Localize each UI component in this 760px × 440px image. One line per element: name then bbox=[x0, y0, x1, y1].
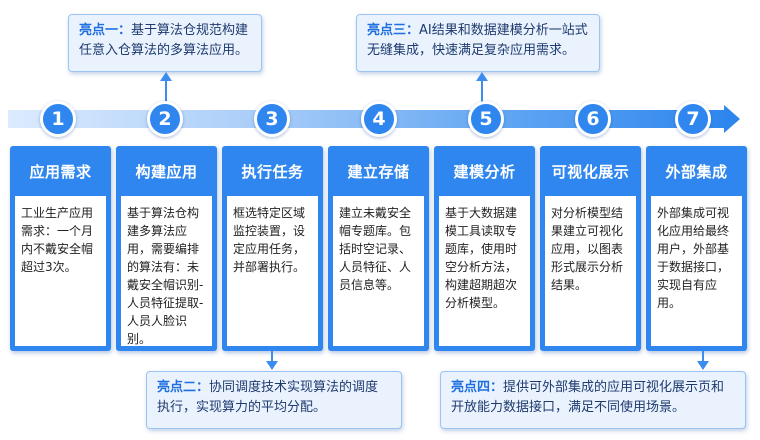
highlight-3-connector bbox=[481, 80, 483, 102]
step-5-title: 建模分析 bbox=[453, 162, 516, 181]
step-7-number: 7 bbox=[675, 101, 711, 137]
highlight-2-label: 亮点二： bbox=[157, 380, 210, 395]
step-5-card: 建模分析 基于大数据建模工具读取专题库，使用时空分析方法，构建超期超次分析模型。 bbox=[434, 146, 535, 351]
step-3-body: 框选特定区域监控装置，设定应用任务，并部署执行。 bbox=[227, 196, 318, 346]
highlight-3-arrow-icon bbox=[476, 72, 488, 81]
step-6-body: 对分析模型结果建立可视化应用，以图表形式展示分析结果。 bbox=[545, 196, 636, 346]
highlight-4-connector bbox=[702, 351, 704, 363]
step-1-body: 工业生产应用需求：一个月内不戴安全帽超过3次。 bbox=[15, 196, 106, 346]
step-4-body: 建立未戴安全帽专题库。包括时空记录、人员特征、人员信息等。 bbox=[333, 196, 424, 346]
step-7-title: 外部集成 bbox=[665, 162, 728, 181]
step-1-card: 应用需求 工业生产应用需求：一个月内不戴安全帽超过3次。 bbox=[10, 146, 111, 351]
highlight-2-connector bbox=[271, 351, 273, 363]
highlight-1-connector bbox=[165, 80, 167, 102]
timeline-arrow-icon bbox=[724, 105, 740, 133]
highlight-3-label: 亮点三： bbox=[367, 23, 420, 38]
highlight-4-arrow-icon bbox=[697, 361, 709, 370]
highlight-1-label: 亮点一： bbox=[79, 23, 132, 38]
step-2-card: 构建应用 基于算法仓构建多算法应用，需要编排的算法有：未戴安全帽识别-人员特征提… bbox=[116, 146, 217, 351]
highlight-1-arrow-icon bbox=[160, 72, 172, 81]
step-1-title: 应用需求 bbox=[29, 162, 92, 181]
highlight-2-text: 协同调度技术实现算法的调度执行，实现算力的平均分配。 bbox=[157, 380, 379, 415]
step-3-card: 执行任务 框选特定区域监控装置，设定应用任务，并部署执行。 bbox=[222, 146, 323, 351]
step-3-number: 3 bbox=[254, 101, 290, 137]
highlight-2-callout: 亮点二：协同调度技术实现算法的调度执行，实现算力的平均分配。 bbox=[146, 371, 402, 429]
highlight-3-callout: 亮点三：AI结果和数据建模分析一站式无缝集成，快速满足复杂应用需求。 bbox=[356, 14, 600, 72]
step-2-number: 2 bbox=[147, 101, 183, 137]
highlight-4-text: 提供可外部集成的应用可视化展示页和开放能力数据接口，满足不同使用场景。 bbox=[451, 380, 725, 415]
highlight-3-text: AI结果和数据建模分析一站式无缝集成，快速满足复杂应用需求。 bbox=[367, 23, 588, 58]
highlight-4-callout: 亮点四：提供可外部集成的应用可视化展示页和开放能力数据接口，满足不同使用场景。 bbox=[440, 371, 746, 429]
step-7-body: 外部集成可视化应用给最终用户，外部基于数据接口，实现自有应用。 bbox=[651, 196, 742, 346]
step-4-title: 建立存储 bbox=[347, 162, 410, 181]
step-3-title: 执行任务 bbox=[241, 162, 304, 181]
step-6-number: 6 bbox=[575, 101, 611, 137]
step-4-card: 建立存储 建立未戴安全帽专题库。包括时空记录、人员特征、人员信息等。 bbox=[328, 146, 429, 351]
step-6-card: 可视化展示 对分析模型结果建立可视化应用，以图表形式展示分析结果。 bbox=[540, 146, 641, 351]
highlight-2-arrow-icon bbox=[266, 361, 278, 370]
step-2-title: 构建应用 bbox=[135, 162, 198, 181]
step-5-number: 5 bbox=[468, 101, 504, 137]
step-5-body: 基于大数据建模工具读取专题库，使用时空分析方法，构建超期超次分析模型。 bbox=[439, 196, 530, 346]
highlight-1-callout: 亮点一：基于算法仓规范构建任意入仓算法的多算法应用。 bbox=[68, 14, 262, 72]
highlight-4-label: 亮点四： bbox=[451, 380, 504, 395]
highlight-1-text: 基于算法仓规范构建任意入仓算法的多算法应用。 bbox=[79, 23, 249, 58]
step-1-number: 1 bbox=[40, 101, 76, 137]
step-4-number: 4 bbox=[361, 101, 397, 137]
step-6-title: 可视化展示 bbox=[551, 162, 630, 181]
step-7-card: 外部集成 外部集成可视化应用给最终用户，外部基于数据接口，实现自有应用。 bbox=[646, 146, 747, 351]
step-2-body: 基于算法仓构建多算法应用，需要编排的算法有：未戴安全帽识别-人员特征提取-人员人… bbox=[121, 196, 212, 346]
